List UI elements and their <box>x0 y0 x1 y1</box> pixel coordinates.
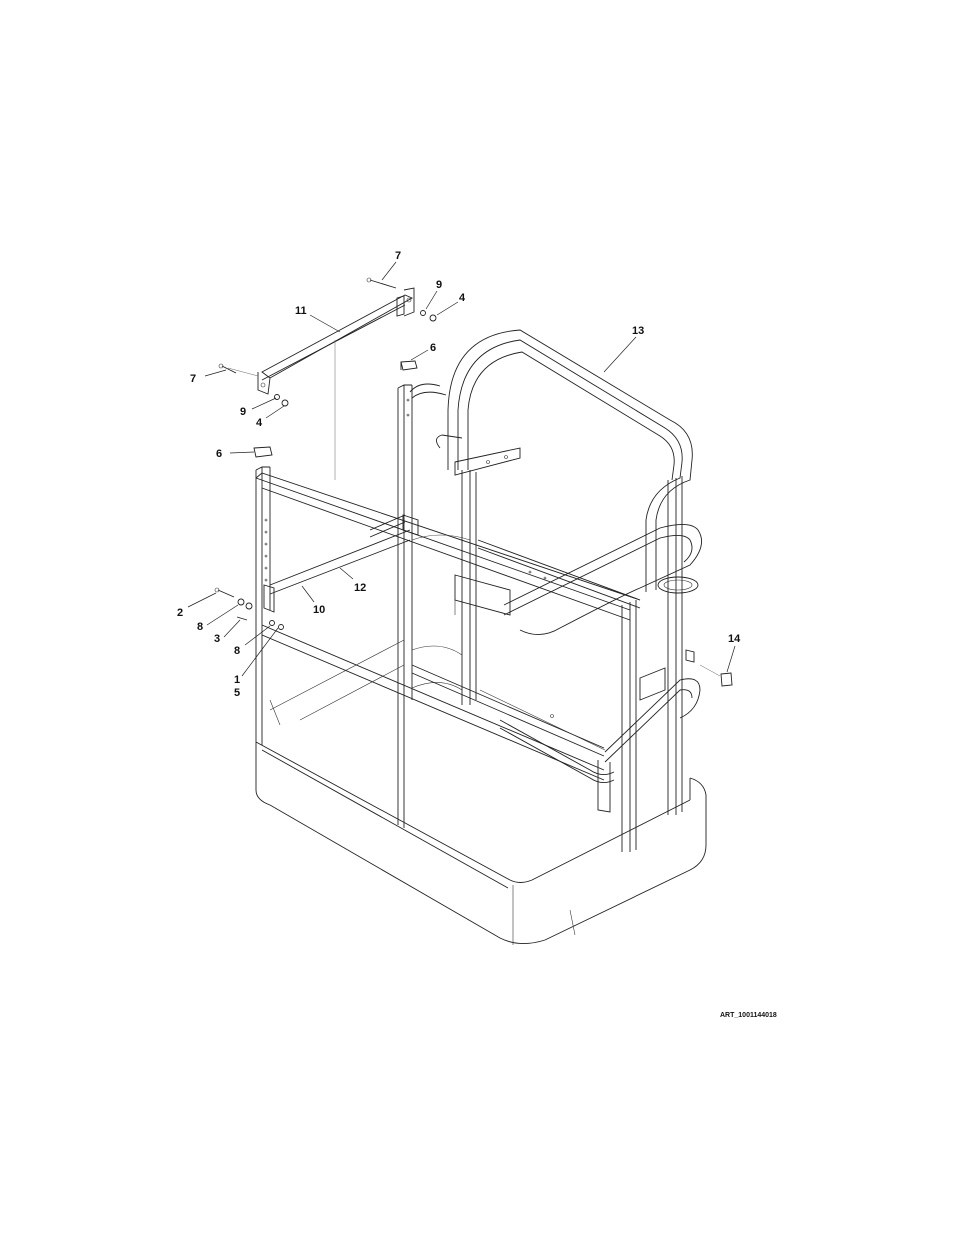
callout-9: 9 <box>240 406 246 418</box>
callout-12: 12 <box>354 582 366 594</box>
callout-5: 5 <box>234 687 240 699</box>
callout-6: 6 <box>430 342 436 354</box>
fastener-pin-top <box>367 278 396 288</box>
mid-side-rail <box>270 530 410 594</box>
callout-2: 2 <box>177 607 183 619</box>
right-side-rail-loop <box>504 524 702 762</box>
platform-base <box>256 742 706 945</box>
fastener-pin-lower <box>215 588 284 630</box>
cap-plug-left <box>254 447 272 457</box>
callout-7: 7 <box>190 373 196 385</box>
callout-13: 13 <box>632 325 644 337</box>
callout-8: 8 <box>197 621 203 633</box>
callout-10: 10 <box>313 604 325 616</box>
art-id: ART_1001144018 <box>720 1012 777 1019</box>
callout-4: 4 <box>256 417 263 429</box>
washer-left <box>275 395 289 407</box>
lower-front-loop <box>500 720 614 783</box>
callout-6: 6 <box>216 448 222 460</box>
washer-top <box>421 311 437 322</box>
callout-14: 14 <box>728 633 741 645</box>
callout-1: 1 <box>234 674 240 686</box>
callout-3: 3 <box>214 633 220 645</box>
rear-center-post <box>455 470 510 705</box>
callout-7: 7 <box>395 250 401 262</box>
callout-4: 4 <box>459 292 466 304</box>
floor-opening <box>270 535 470 725</box>
fastener-pin-left <box>219 364 236 373</box>
right-rear-post <box>598 476 682 815</box>
rear-rails <box>370 515 640 756</box>
front-top-rail <box>256 473 640 620</box>
callout-9: 9 <box>436 279 442 291</box>
cap-plug-right <box>700 665 732 686</box>
top-handrail-loop <box>410 330 692 592</box>
lower-front-rail <box>262 625 604 780</box>
cap-plug-center <box>401 361 417 370</box>
center-post <box>398 385 418 828</box>
callout-11: 11 <box>295 305 307 317</box>
callout-8: 8 <box>234 645 240 657</box>
removable-top-bar <box>258 288 414 394</box>
right-front-post <box>622 600 636 852</box>
